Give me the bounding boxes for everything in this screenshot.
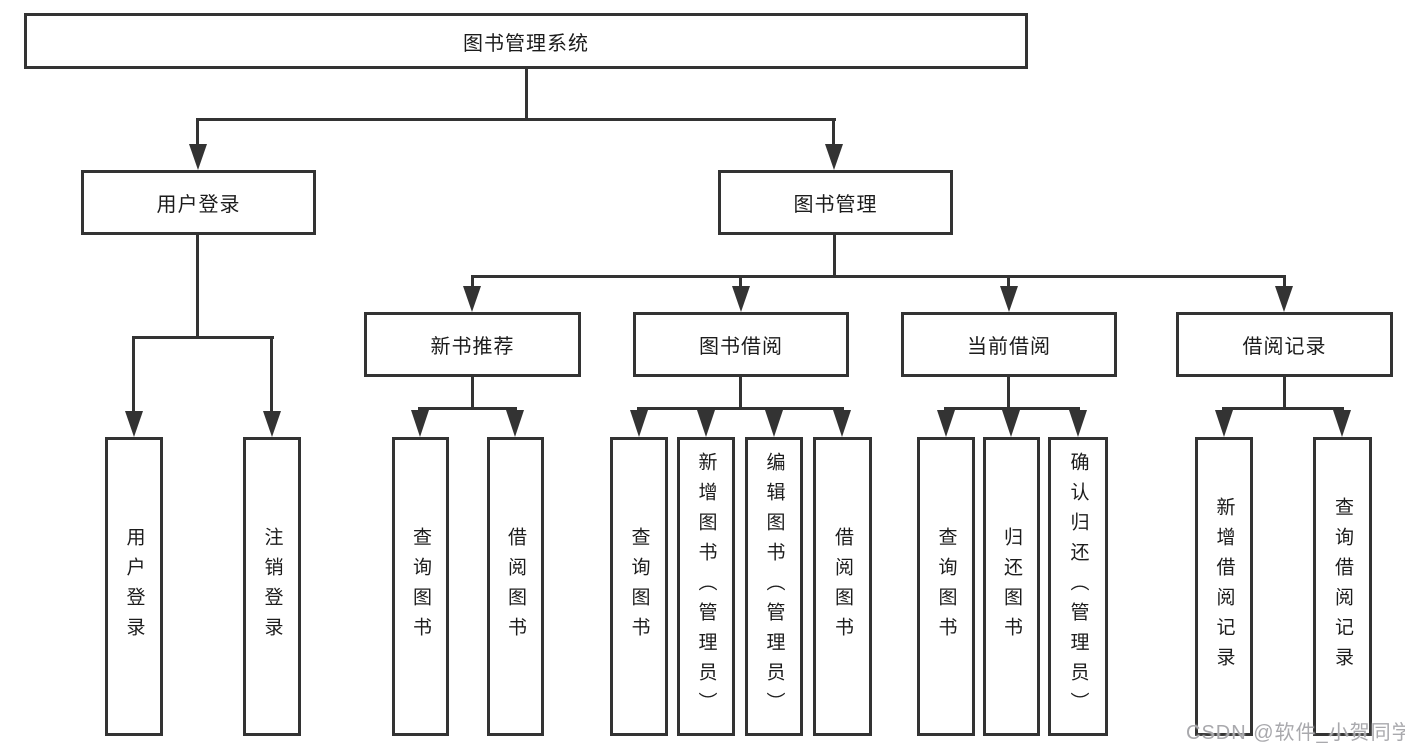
connector-login-bar [132, 336, 274, 339]
connector-recommend-bar [418, 407, 517, 410]
connector-login-drop-right [270, 337, 273, 413]
csdn-watermark: CSDN @软件_小贺同学 [1186, 722, 1405, 744]
arrow-down-icon [125, 411, 143, 437]
arrow-down-icon [833, 410, 851, 437]
leaf-logout: 注销登录 [243, 437, 301, 736]
connector-mgmt-drop-4 [1283, 277, 1286, 287]
arrow-down-icon [1000, 286, 1018, 312]
arrow-down-icon [1333, 410, 1351, 437]
arrow-down-icon [1215, 410, 1233, 437]
connector-mgmt-bar [471, 275, 1286, 278]
connector-mgmt-stem [833, 235, 836, 277]
leaf-borrow-books: 借阅图书 [813, 437, 872, 736]
leaf-confirm-return-admin: 确认归还（管理员） [1048, 437, 1108, 736]
arrow-down-icon [1002, 410, 1020, 437]
leaf-query-books-borrow: 查询图书 [610, 437, 668, 736]
leaf-label: 查询借阅记录 [1332, 496, 1353, 677]
leaf-label: 查询图书 [628, 526, 650, 647]
arrow-down-icon [263, 411, 281, 437]
arrow-down-icon [630, 410, 648, 437]
node-library-management-system: 图书管理系统 [24, 13, 1028, 69]
leaf-label: 注销登录 [261, 526, 283, 647]
connector-record-bar [1222, 407, 1344, 410]
connector-mgmt-drop-2 [739, 277, 742, 287]
arrow-down-icon [1069, 410, 1087, 437]
connector-current-stem [1007, 377, 1010, 408]
leaf-label: 借阅图书 [505, 526, 526, 647]
connector-borrow-bar [637, 407, 844, 410]
arrow-down-icon [765, 410, 783, 437]
arrow-down-icon [463, 286, 481, 312]
connector-root-drop-left [196, 119, 199, 146]
arrow-down-icon [506, 410, 524, 437]
connector-mgmt-drop-3 [1007, 277, 1010, 287]
leaf-query-books-current: 查询图书 [917, 437, 975, 736]
node-current-borrow: 当前借阅 [901, 312, 1117, 377]
arrow-down-icon [825, 144, 843, 170]
leaf-add-borrow-record: 新增借阅记录 [1195, 437, 1253, 736]
leaf-label: 查询图书 [935, 526, 957, 647]
leaf-edit-books-admin: 编辑图书（管理员） [745, 437, 803, 736]
connector-record-stem [1283, 377, 1286, 408]
node-new-book-recommend: 新书推荐 [364, 312, 581, 377]
leaf-label: 编辑图书（管理员） [763, 451, 785, 722]
leaf-label: 新增借阅记录 [1213, 496, 1235, 677]
arrow-down-icon [1275, 286, 1293, 312]
leaf-return-books: 归还图书 [983, 437, 1040, 736]
arrow-down-icon [697, 410, 715, 437]
node-book-management: 图书管理 [718, 170, 953, 235]
connector-root-drop-right [832, 119, 835, 146]
leaf-query-borrow-record: 查询借阅记录 [1313, 437, 1372, 736]
node-book-borrow: 图书借阅 [633, 312, 849, 377]
leaf-label: 归还图书 [1001, 526, 1022, 647]
node-borrow-record: 借阅记录 [1176, 312, 1393, 377]
leaf-query-books-recommend: 查询图书 [392, 437, 449, 736]
leaf-add-books-admin: 新增图书（管理员） [677, 437, 735, 736]
leaf-label: 用户登录 [123, 526, 145, 647]
connector-root-stem [525, 69, 528, 120]
leaf-label: 确认归还（管理员） [1067, 451, 1089, 722]
connector-borrow-stem [739, 377, 742, 408]
leaf-borrow-books-recommend: 借阅图书 [487, 437, 544, 736]
connector-current-bar [944, 407, 1080, 410]
arrow-down-icon [732, 286, 750, 312]
connector-recommend-stem [471, 377, 474, 408]
connector-login-stem [196, 235, 199, 337]
leaf-label: 查询图书 [410, 526, 431, 647]
connector-login-drop-left [132, 337, 135, 413]
arrow-down-icon [937, 410, 955, 437]
connector-mgmt-drop-1 [471, 277, 474, 287]
arrow-down-icon [189, 144, 207, 170]
leaf-label: 新增图书（管理员） [695, 451, 717, 722]
leaf-user-login: 用户登录 [105, 437, 163, 736]
arrow-down-icon [411, 410, 429, 437]
connector-root-bar [196, 118, 836, 121]
leaf-label: 借阅图书 [832, 526, 853, 647]
node-user-login: 用户登录 [81, 170, 316, 235]
